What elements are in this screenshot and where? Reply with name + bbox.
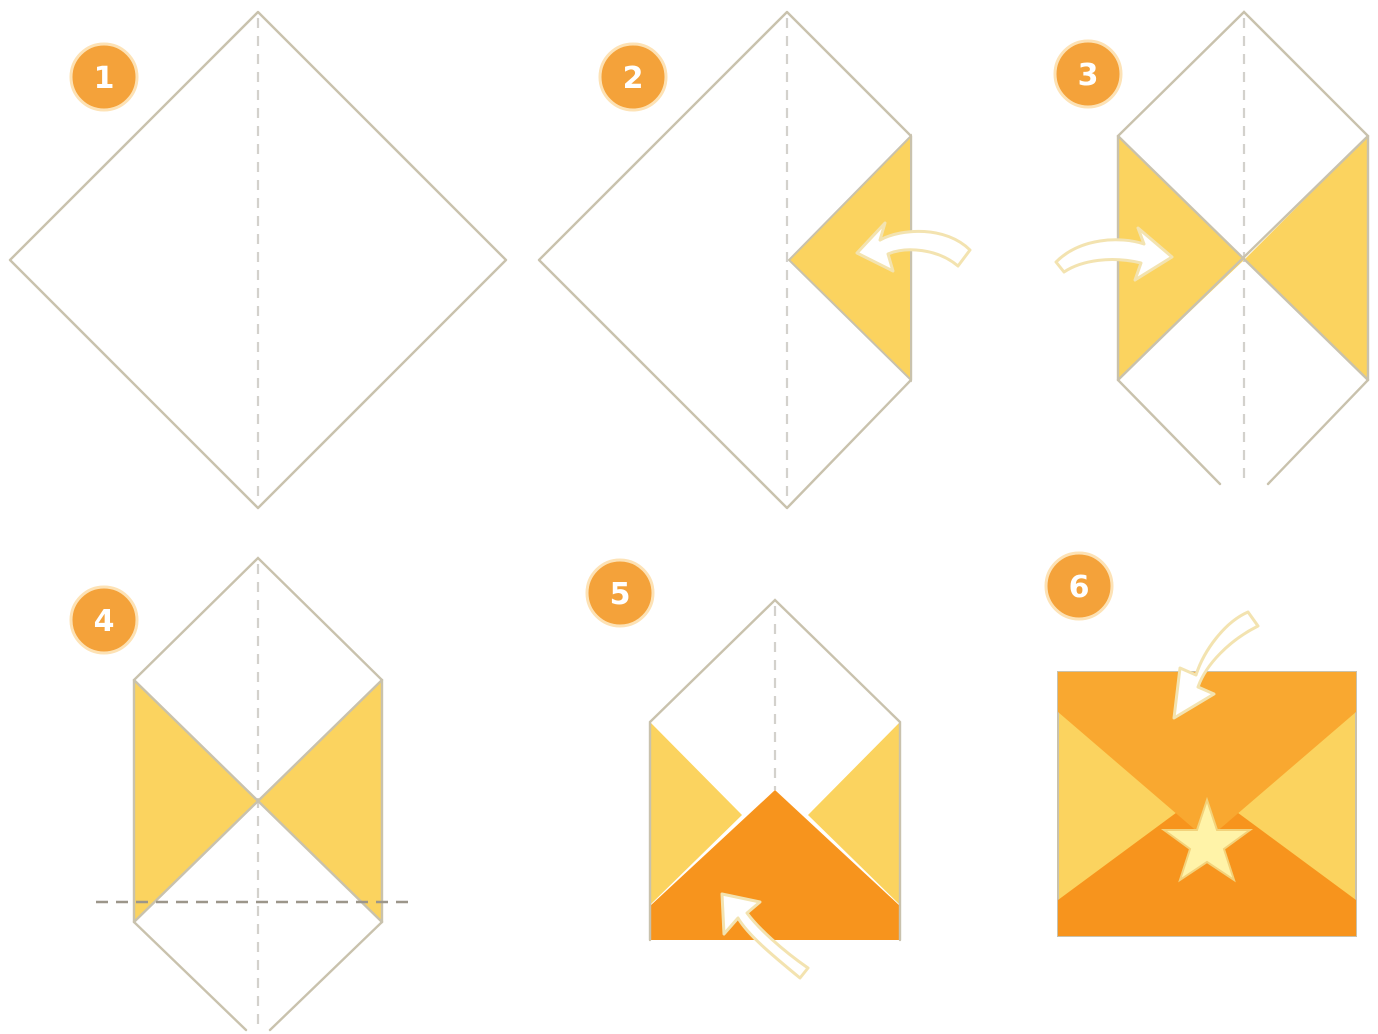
step-badge-3: 3 <box>1055 41 1121 107</box>
step-5: 5 <box>587 560 900 978</box>
step-3: 3 <box>1055 12 1368 484</box>
step-4: 4 <box>71 558 408 1030</box>
step-number: 1 <box>94 61 115 96</box>
step-badge-1: 1 <box>71 44 137 110</box>
step-badge-2: 2 <box>600 44 666 110</box>
step-number: 3 <box>1078 58 1099 93</box>
step-number: 6 <box>1069 570 1090 605</box>
step-badge-5: 5 <box>587 560 653 626</box>
step-badge-4: 4 <box>71 587 137 653</box>
step-badge-6: 6 <box>1046 553 1112 619</box>
step-number: 2 <box>623 61 644 96</box>
step-1: 1 <box>10 12 506 508</box>
step-6: 6 <box>1046 553 1356 936</box>
step-number: 4 <box>94 604 115 639</box>
step-2: 2 <box>539 12 970 508</box>
step-number: 5 <box>610 577 631 612</box>
